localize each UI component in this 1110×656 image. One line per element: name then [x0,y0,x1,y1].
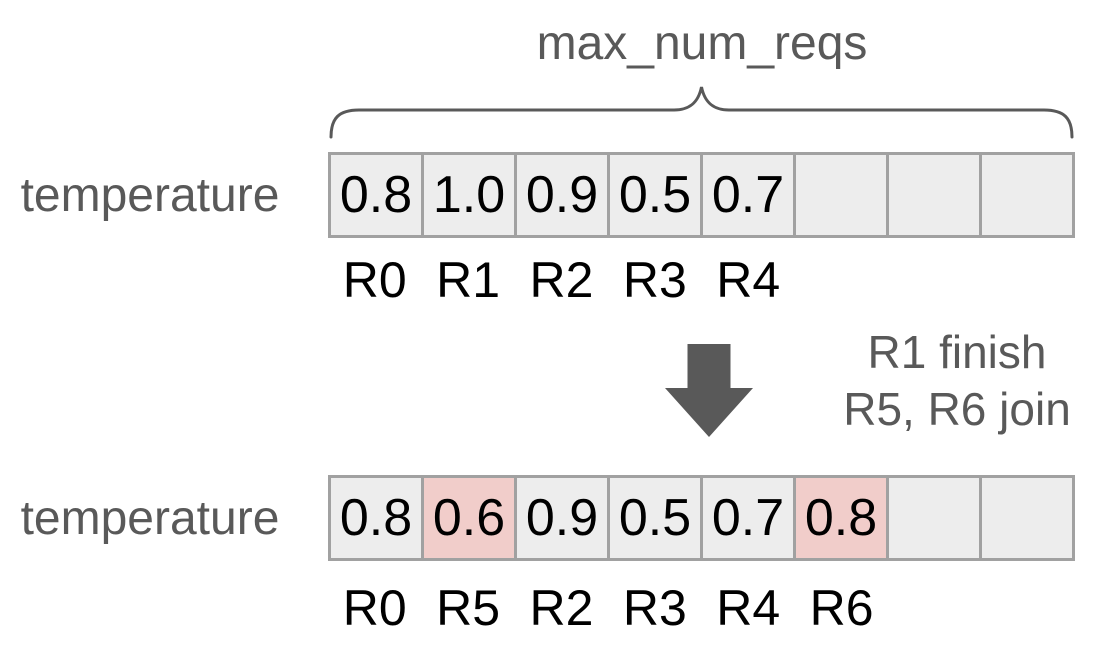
array-cell: 0.6 [424,475,517,561]
array-cell [796,152,889,238]
array-cell: 0.9 [517,475,610,561]
array-cell: 0.8 [328,475,424,561]
array-cell [982,475,1075,561]
transition-line-2: R5, R6 join [843,383,1071,435]
request-label: R2 [529,252,594,308]
request-label: R3 [622,580,687,636]
array-cell: 0.8 [796,475,889,561]
request-label [982,252,1075,308]
request-label [795,252,888,308]
request-label: R2 [529,580,594,636]
array-cell: 0.7 [703,152,796,238]
array-cell: 0.5 [610,475,703,561]
request-label: R0 [342,580,407,636]
transition-note: R1 finish R5, R6 join [837,324,1077,438]
request-labels-before: R0 R1 R2 R3 R4 [328,252,1075,308]
down-arrow-icon [665,344,753,437]
transition-line-1: R1 finish [867,326,1047,378]
request-label: R5 [436,580,501,636]
temperature-array-before: 0.8 1.0 0.9 0.5 0.7 [328,152,1075,238]
request-labels-after: R0 R5 R2 R3 R4 R6 [328,580,1075,636]
max-num-reqs-label: max_num_reqs [536,17,868,70]
array-cell [982,152,1075,238]
array-cell: 0.8 [328,152,424,238]
array-cell [889,152,982,238]
array-cell: 0.7 [703,475,796,561]
temperature-label-after: temperature [20,491,280,545]
request-label: R4 [716,252,781,308]
request-label: R4 [716,580,781,636]
array-cell [889,475,982,561]
curly-brace-icon [329,86,1074,139]
request-label [888,580,981,636]
array-cell: 0.9 [517,152,610,238]
request-label: R1 [436,252,501,308]
request-label [888,252,981,308]
request-label: R0 [342,252,407,308]
temperature-array-after: 0.8 0.6 0.9 0.5 0.7 0.8 [328,475,1075,561]
request-label [982,580,1075,636]
array-cell: 1.0 [424,152,517,238]
request-label: R3 [622,252,687,308]
request-label: R6 [809,580,874,636]
temperature-label-before: temperature [20,168,280,222]
array-cell: 0.5 [610,152,703,238]
